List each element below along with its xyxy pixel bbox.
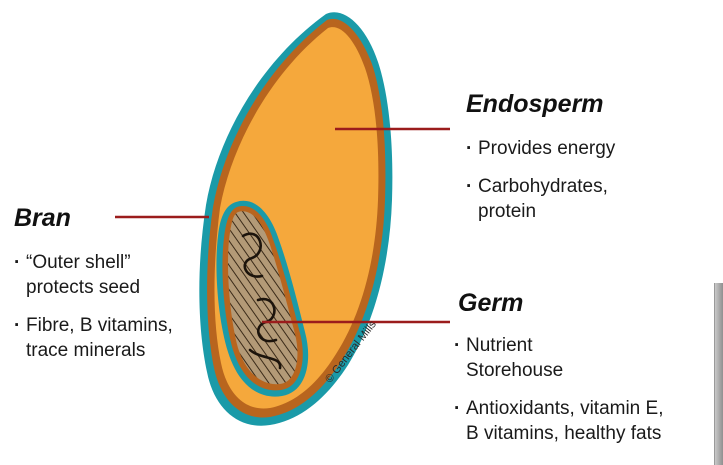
bullet-dot: ·: [454, 396, 466, 446]
germ-bullet: ·Antioxidants, vitamin E, B vitamins, he…: [454, 396, 716, 446]
bullet-dot: ·: [454, 333, 466, 383]
endosperm-bullet-text: Provides energy: [478, 136, 615, 161]
bullet-dot: ·: [14, 313, 26, 363]
endosperm-title: Endosperm: [466, 90, 604, 119]
edge-scroll-bar: [714, 283, 723, 465]
bran-bullet: ·“Outer shell” protects seed: [14, 250, 224, 300]
bullet-dot: ·: [466, 174, 478, 224]
germ-bullet: ·Nutrient Storehouse: [454, 333, 716, 383]
endosperm-bullet: ·Provides energy: [466, 136, 706, 161]
endosperm-bullets: ·Provides energy ·Carbohydrates, protein: [466, 136, 706, 237]
endosperm-bullet: ·Carbohydrates, protein: [466, 174, 706, 224]
endosperm-bullet-text: Carbohydrates, protein: [478, 174, 608, 224]
bran-bullet-text: “Outer shell” protects seed: [26, 250, 140, 300]
germ-bullet-text: Antioxidants, vitamin E, B vitamins, hea…: [466, 396, 663, 446]
bran-bullet: ·Fibre, B vitamins, trace minerals: [14, 313, 224, 363]
germ-bullet-text: Nutrient Storehouse: [466, 333, 563, 383]
germ-bullets: ·Nutrient Storehouse ·Antioxidants, vita…: [454, 333, 716, 459]
bran-title: Bran: [14, 204, 71, 233]
germ-title: Germ: [458, 289, 523, 318]
bran-bullet-text: Fibre, B vitamins, trace minerals: [26, 313, 173, 363]
bullet-dot: ·: [466, 136, 478, 161]
bullet-dot: ·: [14, 250, 26, 300]
bran-bullets: ·“Outer shell” protects seed ·Fibre, B v…: [14, 250, 224, 376]
